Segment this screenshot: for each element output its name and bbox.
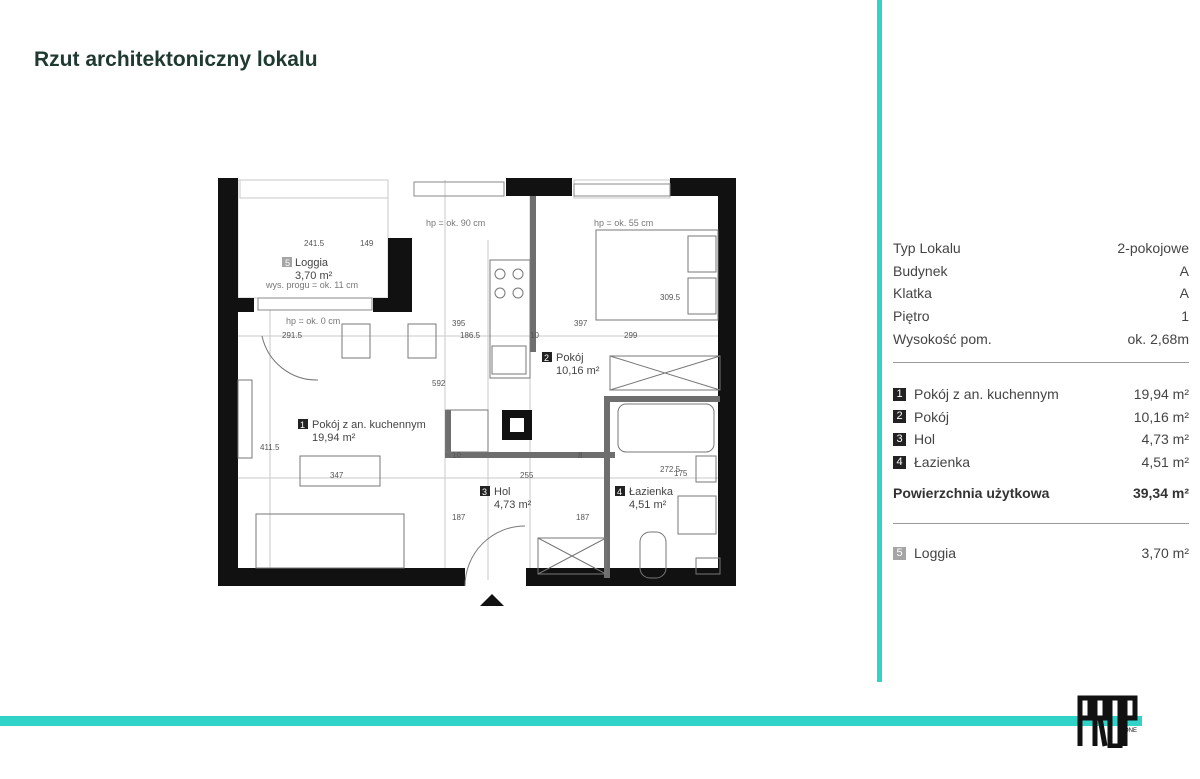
accent-divider-vertical [877,0,882,682]
room2-area: 10,16 m² [556,365,600,377]
loggia-badge: 5 [285,258,290,268]
dim-label: 291.5 [282,331,303,340]
room1-area: 19,94 m² [312,432,356,444]
outer-walls [218,178,736,586]
dim-label: 241.5 [304,239,325,248]
dim-label: 186.5 [460,331,481,340]
bedroom-furniture [595,229,721,579]
room4-name: Łazienka [629,486,674,498]
window-note-1: hp = ok. 90 cm [426,218,485,228]
room2-name: Pokój [556,352,584,364]
loggia-threshold: wys. progu = ok. 11 cm [265,280,358,290]
page-title: Rzut architektoniczny lokalu [34,48,318,71]
dim-label: 299 [624,331,638,340]
room3-area: 4,73 m² [494,499,532,511]
dim-label: 149 [360,239,374,248]
dim-label: 255 [520,471,534,480]
room1-badge: 1 [300,420,305,430]
room2-badge: 2 [544,353,549,363]
sep-top [893,362,1189,363]
room3-badge: 3 [482,487,487,497]
prop-logo: ONE [1077,695,1138,748]
dim-label: 411.5 [260,443,280,452]
dim-label: 8 [578,451,583,460]
dim-label: 175 [674,469,688,478]
window-note-3: hp = ok. 0 cm [286,316,340,326]
dim-label: 187 [576,513,590,522]
living-furniture [237,323,607,587]
room4-badge: 4 [617,487,622,497]
dim-label: 395 [452,319,466,328]
windows [257,181,671,311]
dim-label: 10 [530,331,539,340]
dim-label: 272.5 [660,465,681,474]
kitchen-counter [445,259,531,453]
dim-label: 347 [330,471,344,480]
loggia-area: 3,70 m² [295,270,333,282]
floor-plan: 5 Loggia 3,70 m² wys. progu = ok. 11 cm … [218,178,736,606]
loggia-name: Loggia [295,257,329,269]
room4-area: 4,51 m² [629,499,667,511]
svg-text:ONE: ONE [1124,728,1137,734]
room1-name: Pokój z an. kuchennym [312,419,426,431]
partitions [445,196,720,578]
room3-name: Hol [494,486,511,498]
dim-label: 10 [452,451,461,460]
dim-label: 187 [452,513,466,522]
sep-bottom [893,523,1189,524]
info-row-height: Wysokość pom.ok. 2,68m [893,330,1189,347]
accent-divider-horizontal [0,716,1142,726]
dim-label: 397 [574,319,588,328]
entrance-arrow [480,594,504,606]
window-note-2: hp = ok. 55 cm [594,218,653,228]
dim-label: 592 [432,379,446,388]
dim-label: 309.5 [660,293,681,302]
